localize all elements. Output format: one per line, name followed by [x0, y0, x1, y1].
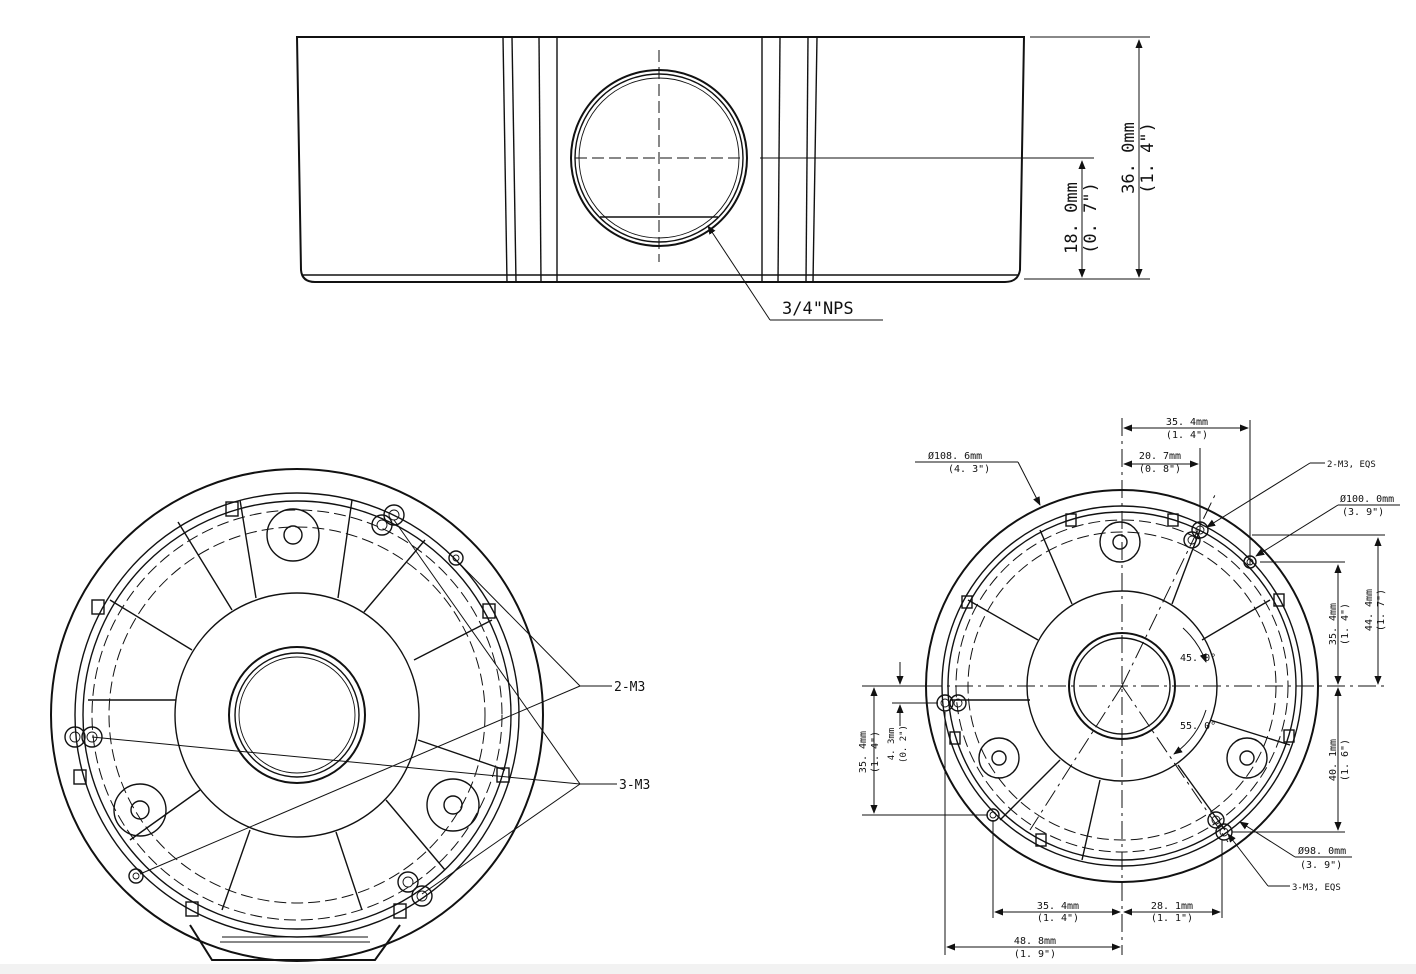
left-view-center-hole [228, 646, 366, 784]
height-total-label: 36. 0mm [1119, 122, 1139, 194]
right-dim-c: 40. 1mm [1328, 739, 1339, 781]
right-dim-b-in: (1. 7") [1376, 589, 1387, 631]
bottom-view-left: 2-M3 3-M3 [50, 468, 650, 962]
bottom-view-right: 45. 0° 55. 0° 35. 4mm (1. 4") 20. 7mm (0… [858, 417, 1400, 960]
angle-arc-45 [1182, 627, 1207, 663]
thread-leader [707, 225, 771, 321]
bottom-dim-b: 28. 1mm [1151, 901, 1193, 912]
left-view-m3-holes [64, 504, 464, 907]
left-view-base-tab [189, 924, 401, 961]
left-dim-b: 4. 3mm [887, 728, 897, 761]
left-dim-b-in: (0. 2") [899, 725, 909, 763]
diameter-100-label: Ø100. 0mm [1340, 493, 1394, 505]
top-dim-b-in: (0. 8") [1139, 464, 1181, 475]
left-dim-a-in: (1. 4") [870, 731, 881, 773]
diameter-outer-label: Ø108. 6mm [928, 450, 982, 462]
bottom-dim-a-in: (1. 4") [1037, 913, 1079, 924]
front-view-body-outline [295, 36, 1026, 283]
diameter-outer-in: (4. 3") [948, 464, 990, 475]
top-dim-b: 20. 7mm [1139, 451, 1181, 462]
right-dim-a: 35. 4mm [1328, 603, 1339, 645]
left-dim-a: 35. 4mm [858, 731, 869, 773]
height-total-inch-label: (1. 4") [1138, 122, 1158, 194]
right-dim-a-in: (1. 4") [1340, 603, 1351, 645]
bottom-dim-c-in: (1. 9") [1014, 949, 1056, 960]
angle-arc-55 [1173, 709, 1207, 755]
angle-45-label: 45. 0° [1180, 653, 1216, 664]
left-view-outer-circle [50, 468, 544, 962]
right-dim-c-in: (1. 6") [1340, 739, 1351, 781]
diameter-100-in: (3. 9") [1342, 507, 1384, 518]
left-view-spokes [88, 499, 506, 911]
diameter-98-label: Ø98. 0mm [1298, 845, 1346, 857]
height-center-label: 18. 0mm [1062, 182, 1082, 254]
thread-label: 3/4"NPS [782, 299, 854, 319]
front-view: 18. 0mm (0. 7") 36. 0mm (1. 4") 3/4"NPS [295, 36, 1158, 321]
top-dim-a-in: (1. 4") [1166, 430, 1208, 441]
top-dim-a: 35. 4mm [1166, 417, 1208, 428]
hole-label-top: 2-M3, EQS [1327, 460, 1376, 470]
bottom-dim-c: 48. 8mm [1014, 936, 1056, 947]
label-2-m3: 2-M3 [614, 680, 645, 695]
height-center-inch-label: (0. 7") [1081, 182, 1101, 254]
right-view-bosses [978, 521, 1268, 779]
right-view-clips [949, 513, 1295, 847]
angle-55-label: 55. 0° [1180, 721, 1216, 732]
hole-label-bottom: 3-M3, EQS [1292, 883, 1341, 893]
bottom-dim-b-in: (1. 1") [1151, 913, 1193, 924]
bottom-dim-a: 35. 4mm [1037, 901, 1079, 912]
label-3-m3: 3-M3 [619, 778, 650, 793]
bottom-strip [0, 964, 1416, 974]
left-view-bosses [113, 508, 480, 837]
diameter-98-in: (3. 9") [1300, 860, 1342, 871]
left-view-clips [73, 501, 510, 919]
left-view-inner-boss [174, 592, 420, 838]
right-dim-b: 44. 4mm [1364, 589, 1375, 631]
front-view-ribs [502, 36, 818, 283]
front-view-pipe-opening [570, 50, 748, 262]
